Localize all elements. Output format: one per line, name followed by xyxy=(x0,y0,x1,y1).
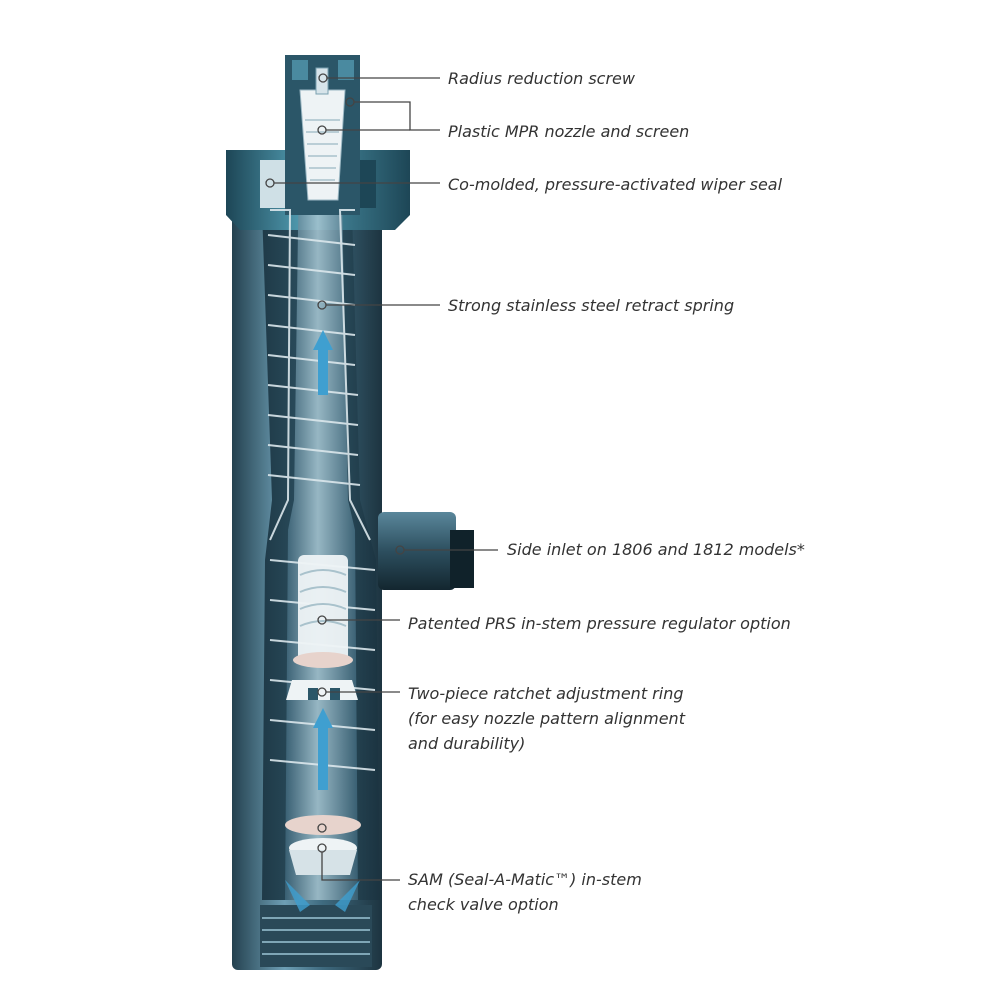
side-inlet xyxy=(378,512,474,590)
nozzle-screen xyxy=(305,119,340,181)
callout-mpr-nozzle: Plastic MPR nozzle and screen xyxy=(448,122,690,141)
ratchet-ring xyxy=(286,680,358,700)
base-threads xyxy=(262,917,370,955)
retract-spring xyxy=(267,209,376,771)
callout-side-inlet: Side inlet on 1806 and 1812 models* xyxy=(507,540,805,559)
threaded-base xyxy=(260,905,372,967)
callout-wiper-seal: Co-molded, pressure-activated wiper seal xyxy=(448,175,783,194)
flow-arrows xyxy=(285,330,360,912)
mpr-nozzle xyxy=(299,89,346,201)
sam-check-valve xyxy=(285,815,361,875)
callout-prs-regulator: Patented PRS in-stem pressure regulator … xyxy=(408,614,791,633)
leader-lines xyxy=(265,73,498,881)
callout-sam-check-valve: SAM (Seal-A-Matic™) in-stem check valve … xyxy=(408,870,642,914)
callout-ratchet-ring: Two-piece ratchet adjustment ring (for e… xyxy=(408,684,685,753)
callout-radius-screw: Radius reduction screw xyxy=(448,69,635,88)
callout-retract-spring: Strong stainless steel retract spring xyxy=(448,296,735,315)
prs-regulator xyxy=(293,555,353,668)
